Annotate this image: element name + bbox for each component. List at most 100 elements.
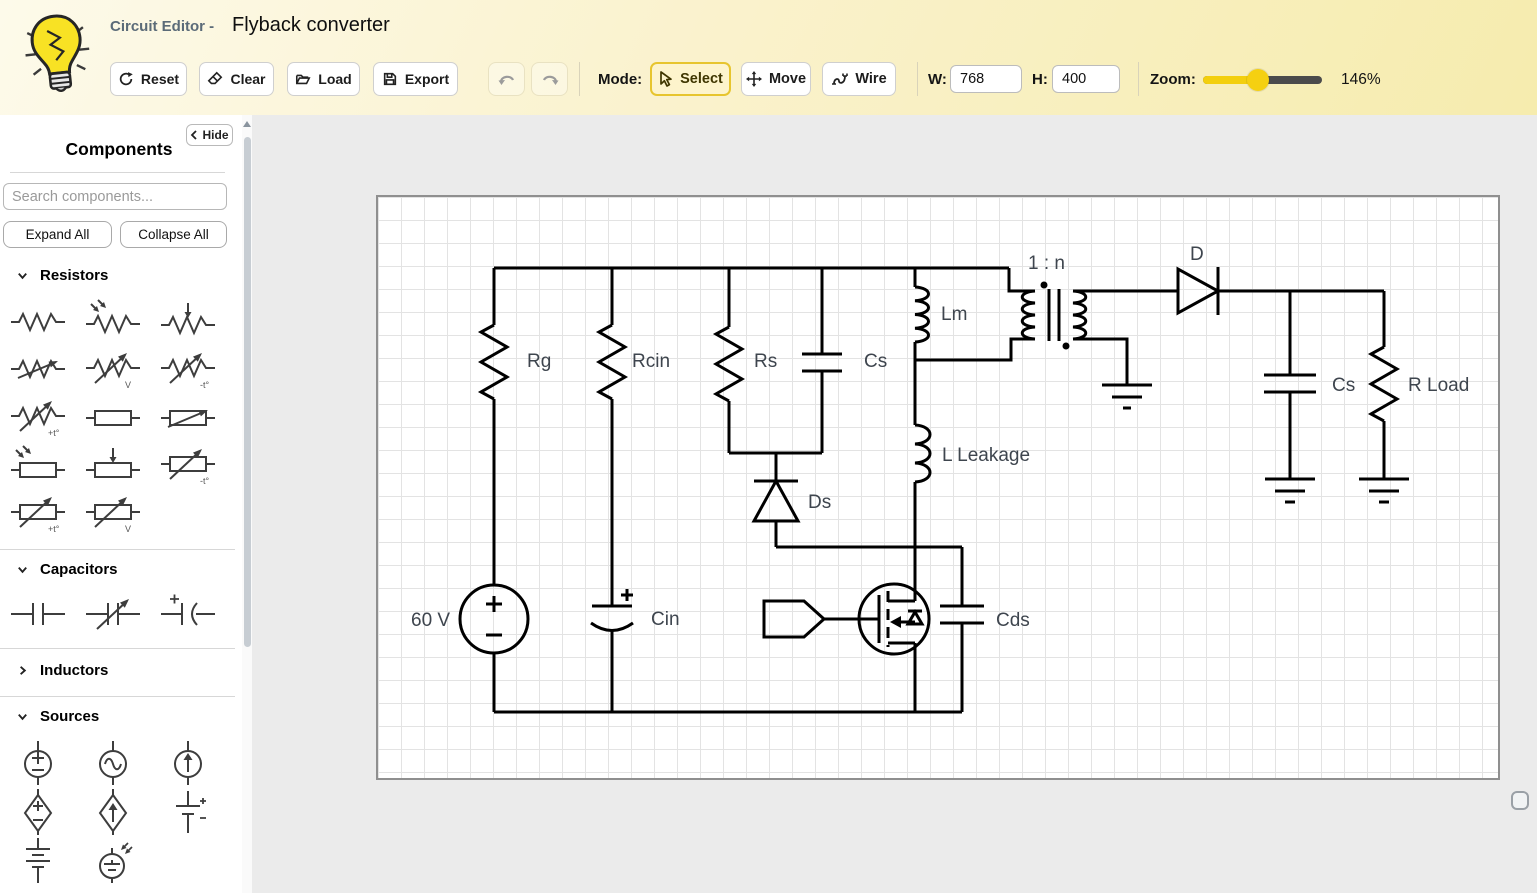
component-capacitor-cin[interactable]: Cin xyxy=(591,589,680,712)
divider xyxy=(10,172,225,173)
component-icon-resistor-current-arrow[interactable] xyxy=(150,296,225,344)
section-header-resistors[interactable]: Resistors xyxy=(0,265,235,285)
section-label: Sources xyxy=(40,708,99,725)
undo-button[interactable] xyxy=(488,62,525,96)
canvas-width-input[interactable] xyxy=(950,65,1022,93)
scrollbar-up-arrow-icon[interactable] xyxy=(243,121,251,127)
component-icon-capacitor-polarized[interactable] xyxy=(150,590,225,638)
component-icon-voltage-source-ac[interactable] xyxy=(75,738,150,787)
document-title[interactable]: Flyback converter xyxy=(232,14,390,37)
component-icon-resistor-box[interactable] xyxy=(75,392,150,440)
collapse-all-button[interactable]: Collapse All xyxy=(120,221,227,248)
component-icon-photoresistor[interactable] xyxy=(75,296,150,344)
component-voltage-source-60v[interactable]: 60 V xyxy=(411,585,528,712)
clear-button[interactable]: Clear xyxy=(199,62,274,96)
load-button[interactable]: Load xyxy=(287,62,360,96)
export-button[interactable]: Export xyxy=(373,62,458,96)
mode-wire-button[interactable]: Wire xyxy=(822,62,896,96)
section-header-sources[interactable]: Sources xyxy=(0,706,235,726)
section-header-capacitors[interactable]: Capacitors xyxy=(0,559,235,579)
component-label: Cin xyxy=(651,609,680,630)
undo-icon xyxy=(497,71,517,87)
mode-select-button[interactable]: Select xyxy=(650,62,731,96)
component-ground-rload[interactable] xyxy=(1359,479,1409,502)
component-capacitor-cs-output[interactable]: Cs xyxy=(1264,291,1355,479)
search-input[interactable] xyxy=(3,183,227,210)
component-icon-dependent-voltage-source[interactable] xyxy=(0,787,75,836)
component-label: Cs xyxy=(864,351,887,372)
component-icon-thermistor-ptc[interactable]: +t° xyxy=(0,392,75,440)
component-resistor-rload[interactable]: R Load xyxy=(1371,291,1469,479)
component-icon-battery-multi-cell[interactable] xyxy=(0,836,75,885)
component-icon-resistor-box-adjustable[interactable] xyxy=(150,392,225,440)
load-label: Load xyxy=(318,71,351,87)
component-icon-resistor-adjustable[interactable] xyxy=(0,344,75,392)
cursor-icon xyxy=(658,71,673,87)
component-icon-thermistor-ntc[interactable]: -t° xyxy=(150,344,225,392)
component-input-tag[interactable] xyxy=(764,601,824,637)
export-label: Export xyxy=(405,71,449,87)
section-label: Resistors xyxy=(40,267,108,284)
component-resistor-rs[interactable]: Rs xyxy=(716,268,777,453)
icon-tag: V xyxy=(125,524,131,534)
icon-tag: -t° xyxy=(200,380,209,390)
clear-label: Clear xyxy=(230,71,265,87)
chevron-down-icon xyxy=(16,269,29,282)
component-capacitor-cs-snubber[interactable]: Cs xyxy=(802,268,887,453)
component-diode-ds[interactable]: Ds xyxy=(754,453,831,547)
component-ground-secondary[interactable] xyxy=(1102,385,1152,408)
component-icon-thermistor-box-ntc[interactable]: -t° xyxy=(150,440,225,488)
component-label: Rcin xyxy=(632,351,670,372)
component-icon-dependent-current-source[interactable] xyxy=(75,787,150,836)
canvas-height-input[interactable] xyxy=(1052,65,1120,93)
redo-button[interactable] xyxy=(531,62,568,96)
divider xyxy=(0,648,235,649)
scrollbar-thumb[interactable] xyxy=(244,137,251,647)
components-sidebar: Hide Components Expand All Collapse All … xyxy=(0,115,252,893)
component-inductor-lleakage[interactable]: L Leakage xyxy=(915,360,1030,601)
component-icon-photoresistor-box[interactable] xyxy=(0,440,75,488)
divider xyxy=(0,696,235,697)
icon-tag: V xyxy=(125,380,131,390)
component-icon-current-source[interactable] xyxy=(150,738,225,787)
expand-all-button[interactable]: Expand All xyxy=(3,221,112,248)
sidebar-scrollbar[interactable] xyxy=(242,115,252,893)
app-header: Circuit Editor - Flyback converter Reset… xyxy=(0,0,1537,115)
component-capacitor-cds[interactable]: Cds xyxy=(940,547,1030,712)
reset-button[interactable]: Reset xyxy=(110,62,187,96)
component-icon-battery-cell[interactable] xyxy=(150,787,225,836)
editor-workspace: Rg 60 V Rcin Cin xyxy=(252,115,1537,893)
reset-icon xyxy=(118,71,134,87)
component-icon-voltage-source-dc[interactable] xyxy=(0,738,75,787)
component-icon-capacitor-variable[interactable] xyxy=(75,590,150,638)
mode-label: Mode: xyxy=(598,71,642,88)
component-icon-solar-cell[interactable] xyxy=(75,836,150,885)
component-icon-resistor[interactable] xyxy=(0,296,75,344)
mode-move-button[interactable]: Move xyxy=(741,62,811,96)
component-resistor-rcin[interactable]: Rcin xyxy=(599,268,670,606)
component-icon-resistor-box-current-arrow[interactable] xyxy=(75,440,150,488)
app-title: Circuit Editor - xyxy=(110,18,214,35)
component-resistor-rg[interactable]: Rg xyxy=(481,268,551,585)
zoom-slider-thumb[interactable] xyxy=(1247,69,1269,91)
section-header-inductors[interactable]: Inductors xyxy=(0,660,235,680)
component-icon-resistor-box-variable[interactable]: V xyxy=(75,488,150,536)
component-icon-capacitor[interactable] xyxy=(0,590,75,638)
component-inductor-lm[interactable]: Lm xyxy=(915,268,967,360)
canvas-resize-handle[interactable] xyxy=(1511,791,1529,810)
component-icon-resistor-variable[interactable]: V xyxy=(75,344,150,392)
component-mosfet[interactable] xyxy=(824,584,929,712)
open-folder-icon xyxy=(295,71,311,87)
section-label: Capacitors xyxy=(40,561,118,578)
chevron-down-icon xyxy=(16,710,29,723)
wire-icon xyxy=(831,71,848,87)
component-diode-d[interactable]: D xyxy=(1178,244,1384,315)
move-icon xyxy=(746,71,762,87)
component-ground-cs[interactable] xyxy=(1265,479,1315,502)
chevron-right-icon xyxy=(16,664,29,677)
eraser-icon xyxy=(207,71,223,87)
component-icon-thermistor-box-ptc[interactable]: +t° xyxy=(0,488,75,536)
circuit-canvas[interactable]: Rg 60 V Rcin Cin xyxy=(376,195,1500,780)
component-label: 1 : n xyxy=(1028,253,1065,274)
zoom-label: Zoom: xyxy=(1150,71,1196,88)
